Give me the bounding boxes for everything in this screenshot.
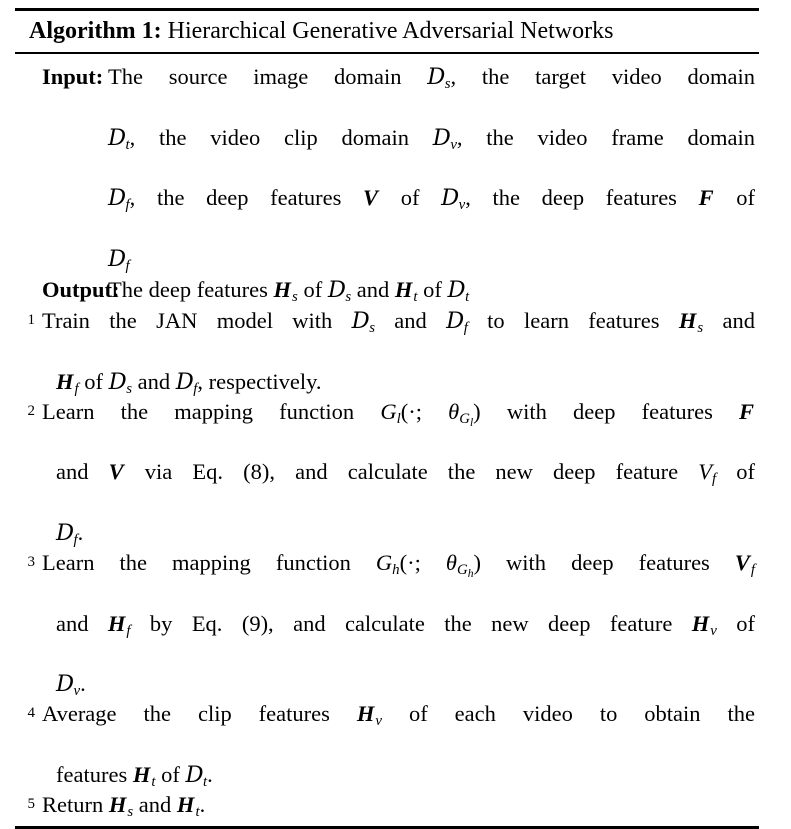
rule-middle [15,52,759,55]
algorithm-input-label: Input: [42,64,104,90]
algorithm-step-1: 1 Train the JAN model with Ds and Df to … [15,306,759,397]
algorithm-body: Input: The source image domain Ds, the t… [15,54,759,826]
algorithm-step-2: 2 Learn the mapping function Gl(·; θGl) … [15,397,759,548]
step-text: Average the clip features Hv of each vid… [42,701,756,791]
step-number: 2 [27,402,36,419]
step-text: Return Hs and Ht. [42,792,206,821]
step-text: Learn the mapping function Gh(·; θGh) wi… [42,550,756,700]
algorithm-input-row: Input: The source image domain Ds, the t… [15,62,759,274]
step-number: 5 [27,796,36,813]
step-text: Train the JAN model with Ds and Df to le… [42,308,755,397]
algorithm-caption-keyword: Algorithm 1: [29,18,162,44]
algorithm-caption-title: Hierarchical Generative Adversarial Netw… [167,18,614,44]
algorithm-output-row: Output: The deep features Hs of Ds and H… [15,275,759,305]
step-number: 3 [27,554,36,571]
step-number: 4 [27,705,36,722]
algorithm-block: Algorithm 1: Hierarchical Generative Adv… [15,8,759,829]
algorithm-output-text: The deep features Hs of Ds and Ht of Dt [108,276,470,306]
algorithm-step-5: 5 Return Hs and Ht. [15,790,759,820]
algorithm-output-label: Output: [42,276,120,302]
rule-top [15,8,759,11]
algorithm-step-3: 3 Learn the mapping function Gh(·; θGh) … [15,548,759,699]
step-number: 1 [27,312,36,329]
algorithm-step-4: 4 Average the clip features Hv of each v… [15,699,759,790]
algorithm-caption: Algorithm 1: Hierarchical Generative Adv… [15,11,759,52]
step-text: Learn the mapping function Gl(·; θGl) wi… [42,398,755,549]
algorithm-input-text: The source image domain Ds, the target v… [108,64,755,274]
